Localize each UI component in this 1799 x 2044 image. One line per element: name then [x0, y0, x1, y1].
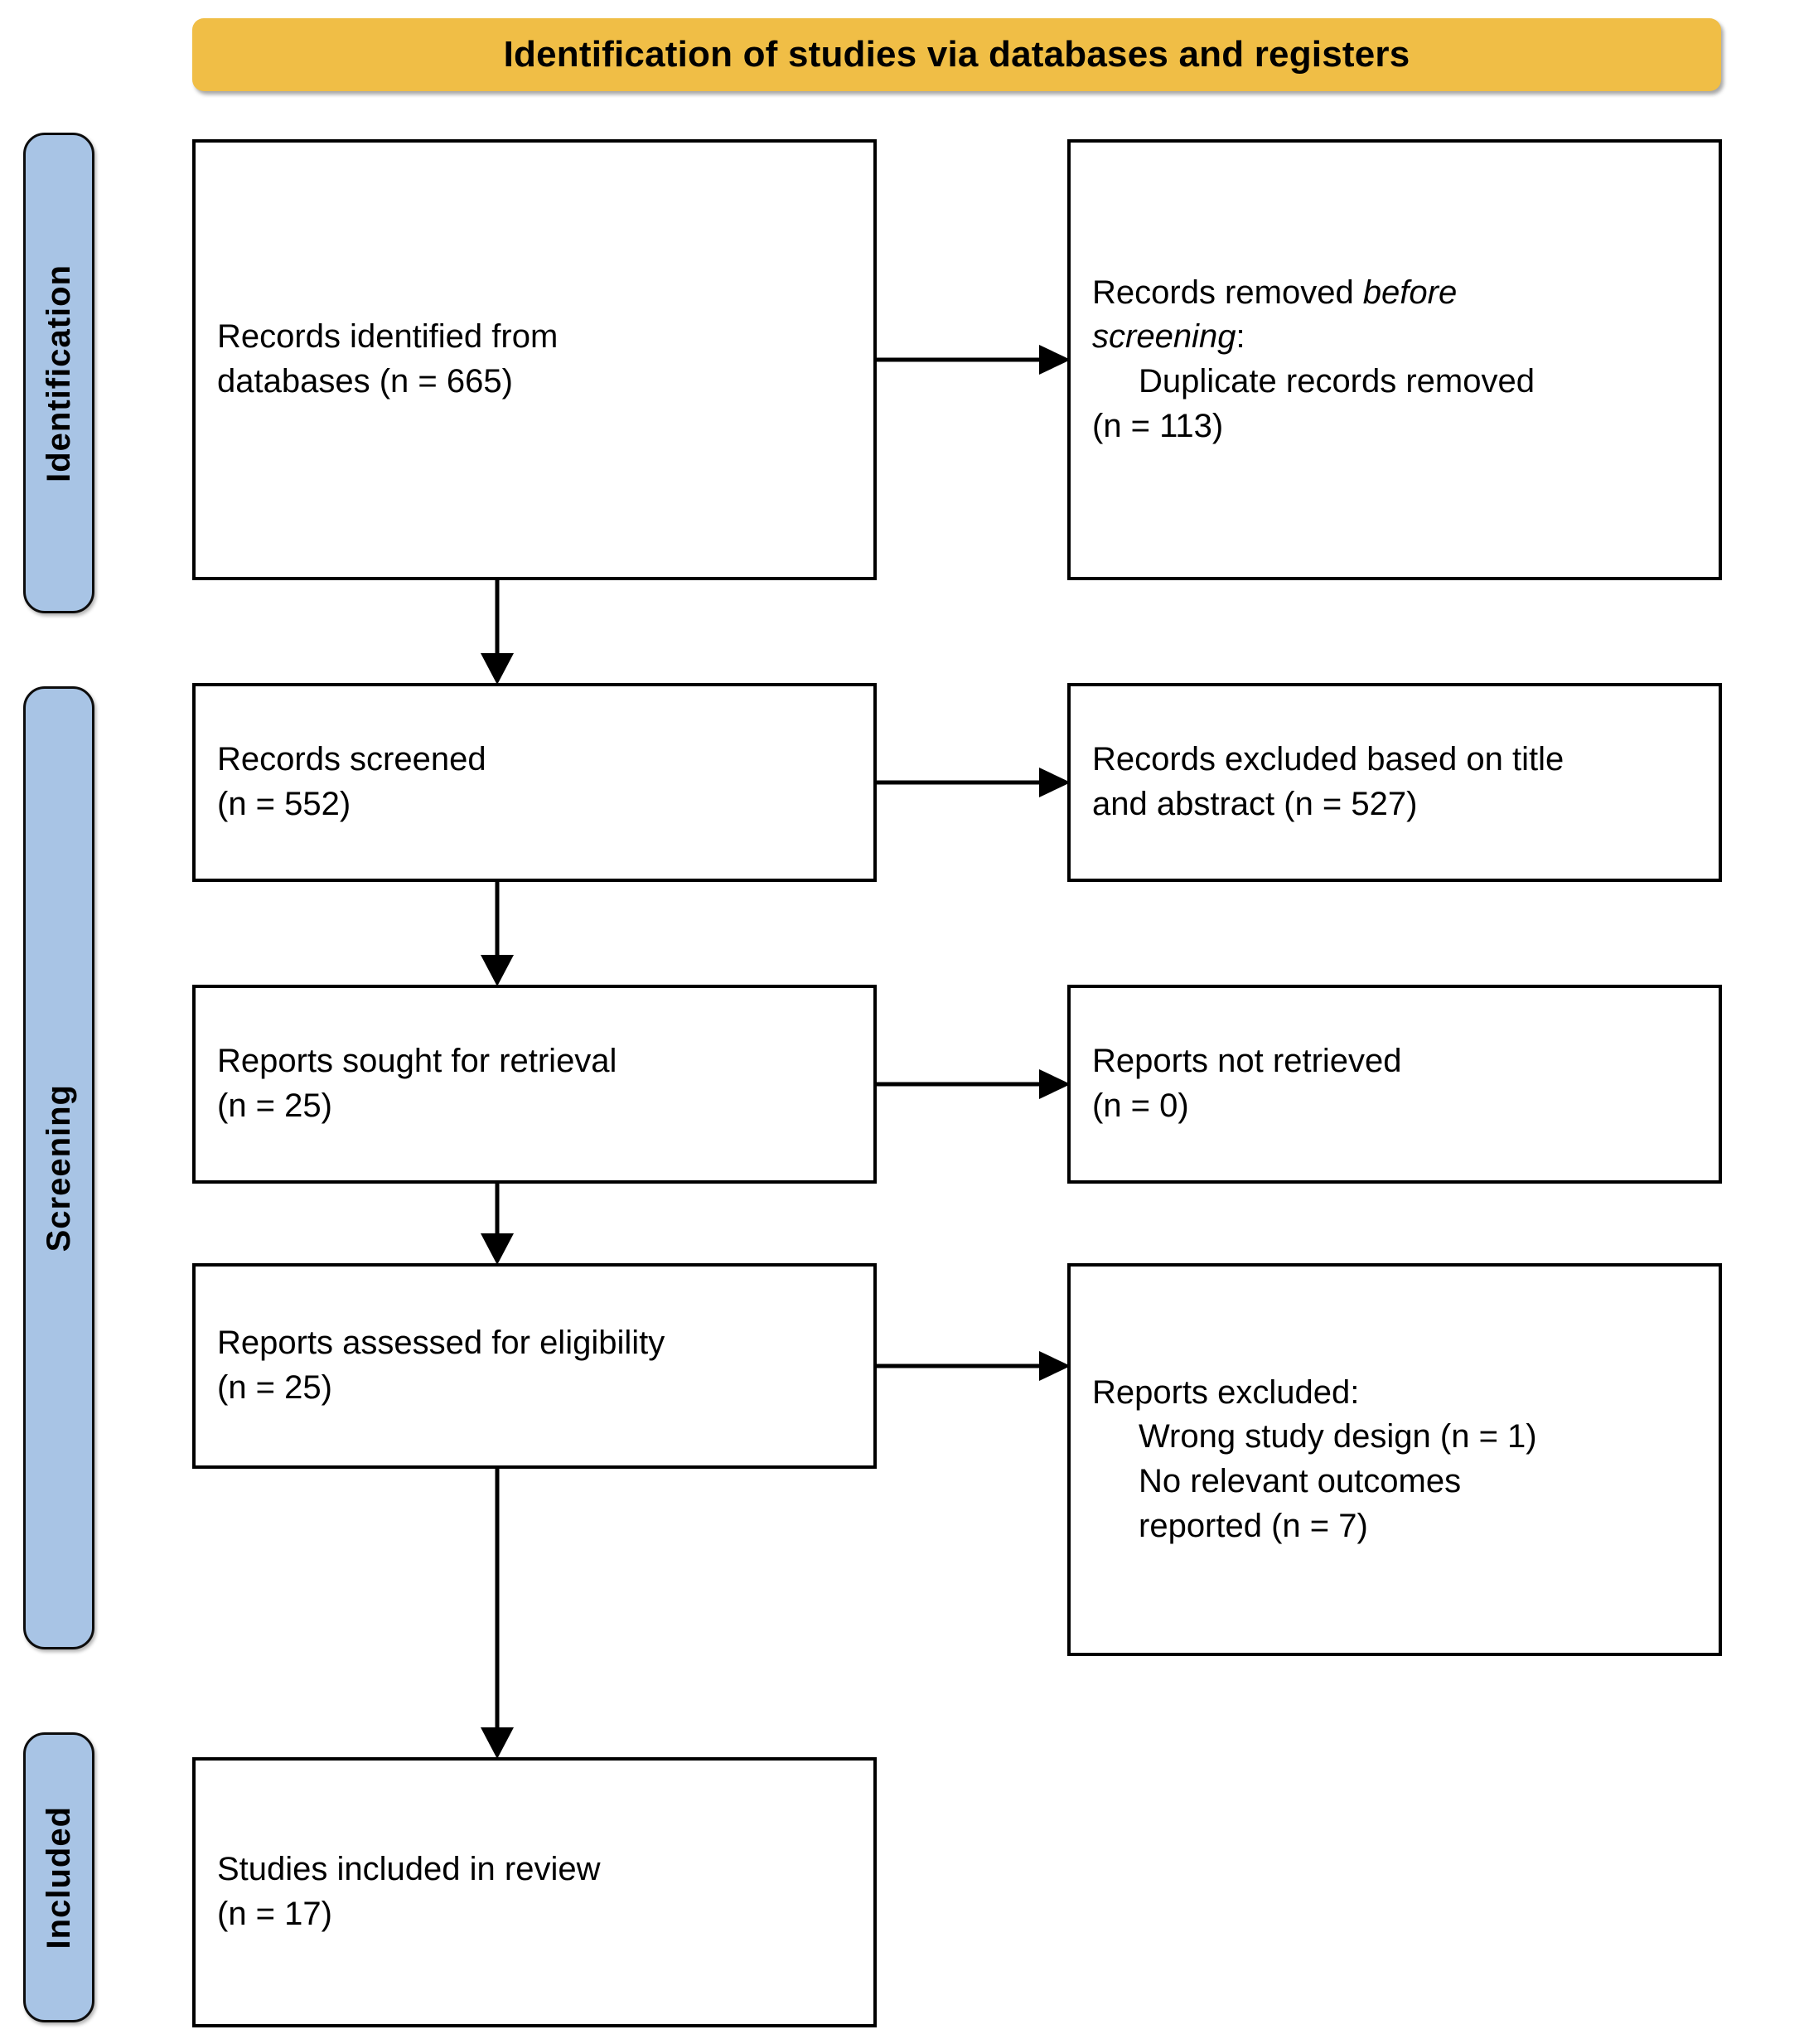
text-line: (n = 25)	[217, 1369, 332, 1406]
text-line: Studies included in review	[217, 1851, 601, 1888]
arrow-down-identified-to-screened	[481, 580, 514, 685]
page-title: Identification of studies via databases …	[503, 34, 1410, 75]
text-line: (n = 17)	[217, 1896, 332, 1932]
stage-tab-identification: Identification	[23, 133, 94, 613]
text-line: Records identified from	[217, 318, 559, 356]
arrow-right-identified-to-removed	[875, 345, 1071, 375]
arrow-right-assessed-to-reports-excluded	[875, 1351, 1071, 1381]
flow-box-text: Reports excluded: Wrong study design (n …	[1071, 1371, 1719, 1548]
flow-box-records-screened: Records screened (n = 552)	[192, 683, 877, 882]
flow-box-records-identified: Records identified from databases (n = 6…	[192, 139, 877, 580]
text-line: (n = 113)	[1092, 407, 1224, 444]
text-emphasis: before	[1362, 274, 1458, 311]
flow-box-records-excluded: Records excluded based on title and abst…	[1067, 683, 1722, 882]
flow-box-reports-excluded: Reports excluded: Wrong study design (n …	[1067, 1263, 1722, 1656]
flow-box-reports-not-retrieved: Reports not retrieved (n = 0)	[1067, 985, 1722, 1184]
flow-box-text: Reports not retrieved (n = 0)	[1071, 1039, 1719, 1128]
text-fragment: :	[1236, 318, 1245, 356]
arrow-right-screened-to-excluded	[875, 768, 1071, 797]
stage-label-screening: Screening	[40, 1083, 77, 1252]
text-line: reported (n = 7)	[1139, 1507, 1368, 1544]
text-line: Reports sought for retrieval	[217, 1043, 617, 1080]
text-line: (n = 25)	[217, 1087, 332, 1124]
stage-label-identification: Identification	[40, 264, 77, 482]
arrow-right-sought-to-not-retrieved	[875, 1069, 1071, 1099]
text-line: Reports assessed for eligibility	[217, 1325, 665, 1362]
text-line: No relevant outcomes	[1139, 1463, 1462, 1499]
arrow-down-assessed-to-included	[481, 1469, 514, 1759]
flow-box-text: Reports assessed for eligibility (n = 25…	[196, 1321, 873, 1410]
text-line: and abstract (n = 527)	[1092, 786, 1418, 822]
flow-box-text: Studies included in review (n = 17)	[196, 1848, 873, 1936]
text-line: databases (n = 665)	[217, 363, 513, 400]
text-line: Records excluded based on title	[1092, 741, 1564, 778]
stage-tab-screening: Screening	[23, 686, 94, 1649]
flow-box-records-removed: Records removed before screening: Duplic…	[1067, 139, 1722, 580]
text-line: Records screened	[217, 741, 486, 778]
flow-box-text: Records identified from databases (n = 6…	[196, 315, 873, 404]
stage-label-included: Included	[40, 1805, 77, 1950]
flow-box-studies-included: Studies included in review (n = 17)	[192, 1757, 877, 2027]
text-line: screening:	[1092, 315, 1697, 360]
text-fragment: Records removed	[1092, 274, 1363, 311]
header-banner: Identification of studies via databases …	[192, 18, 1721, 91]
flow-box-text: Reports sought for retrieval (n = 25)	[196, 1039, 873, 1128]
text-line: Duplicate records removed	[1139, 363, 1535, 400]
text-line: (n = 0)	[1092, 1087, 1189, 1124]
text-line: Reports not retrieved	[1092, 1043, 1402, 1080]
flow-box-text: Records removed before screening: Duplic…	[1071, 271, 1719, 448]
arrow-down-sought-to-assessed	[481, 1184, 514, 1265]
text-line: Wrong study design (n = 1)	[1139, 1418, 1537, 1456]
flow-box-reports-assessed: Reports assessed for eligibility (n = 25…	[192, 1263, 877, 1469]
flow-box-reports-sought: Reports sought for retrieval (n = 25)	[192, 985, 877, 1184]
text-emphasis: screening	[1092, 318, 1236, 356]
arrow-down-screened-to-sought	[481, 882, 514, 986]
flow-box-text: Records screened (n = 552)	[196, 738, 873, 826]
flow-box-text: Records excluded based on title and abst…	[1071, 738, 1719, 826]
stage-tab-included: Included	[23, 1732, 94, 2022]
text-line: (n = 552)	[217, 786, 351, 822]
text-line: Records removed before	[1092, 271, 1697, 316]
text-line: Reports excluded:	[1092, 1373, 1360, 1411]
